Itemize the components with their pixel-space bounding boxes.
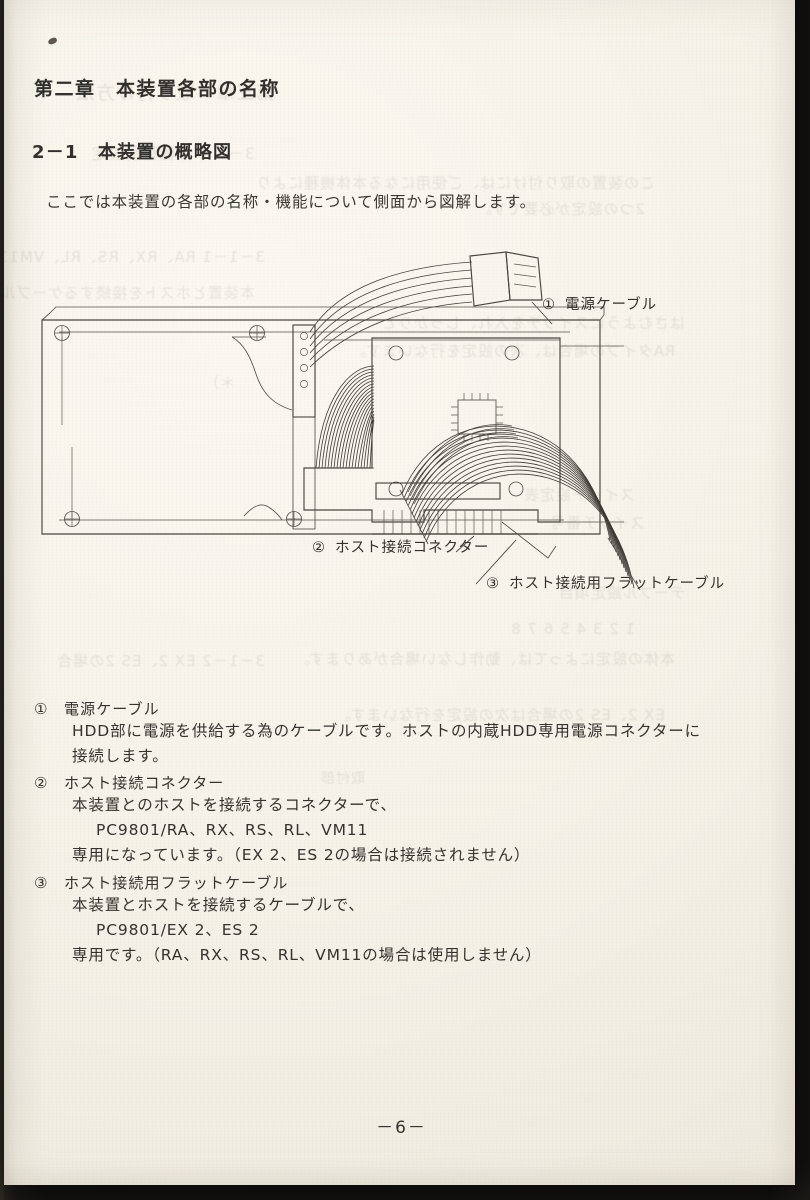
- part-item-line: 専用です。（RA、RX、RS、RL、VM11の場合は使用しません）: [72, 945, 542, 964]
- part-item-marker: ②: [34, 774, 49, 793]
- part-item: ③ ホスト接続用フラットケーブル本装置とホストを接続するケーブルで、 PC9801/…: [34, 872, 774, 968]
- parts-description-list: ① 電源ケーブル HDD部に電源を供給する為のケーブルです。ホストの内蔵HDD専用電…: [34, 698, 774, 971]
- screw-hole-bottom-left: [64, 511, 80, 527]
- callout-label: ホスト接続用フラットケーブル: [509, 576, 726, 592]
- callout-number: ①: [542, 297, 556, 313]
- chapter-title: 第二章 本装置各部の名称: [34, 78, 281, 100]
- scan-border-right: [795, 0, 810, 1200]
- part-item: ② ホスト接続コネクター本装置とのホストを接続するコネクターで、 PC9801/RA…: [34, 772, 774, 868]
- screw-hole-bottom-right: [286, 511, 302, 527]
- part-item-marker: ③: [34, 873, 49, 892]
- part-item-line: HDD部に電源を供給する為のケーブルです。ホストの内蔵HDD専用電源コネクターに: [72, 722, 701, 740]
- flat-ribbon-cable-internal: [312, 365, 375, 469]
- part-item-line: 接続します。: [72, 747, 169, 766]
- screw-hole-top-left: [54, 325, 70, 341]
- part-item: ① 電源ケーブル HDD部に電源を供給する為のケーブルです。ホストの内蔵HDD専用電…: [34, 698, 774, 769]
- part-item-line: 本装置とホストを接続するケーブルで、: [72, 895, 365, 914]
- part-item-heading: ① 電源ケーブル: [34, 698, 774, 719]
- part-item-heading: ③ ホスト接続用フラットケーブル: [34, 872, 774, 893]
- callout-label: ホスト接続コネクター: [335, 540, 490, 556]
- part-item-line: 本装置とのホストを接続するコネクターで、: [72, 796, 397, 815]
- scan-border-left: [0, 0, 4, 1200]
- device-schematic-figure: .ln{fill:none;stroke:#4a463f;stroke-widt…: [4, 240, 799, 640]
- part-item-title: 電源ケーブル: [64, 700, 160, 718]
- card-edge-connector: [372, 482, 538, 535]
- part-item-line: PC9801/RA、RX、RS、RL、VM11: [96, 821, 369, 840]
- power-cable: [309, 251, 553, 368]
- page-number: －6－: [376, 1118, 427, 1138]
- scan-border-bottom: [0, 1185, 810, 1200]
- figure-callout-1: ① 電源ケーブル: [542, 293, 657, 314]
- callout-number: ③: [486, 576, 500, 592]
- intro-paragraph: ここでは本装置の各部の名称・機能について側面から図解します。: [46, 193, 536, 211]
- schematic-drawing: .ln{fill:none;stroke:#4a463f;stroke-widt…: [41, 251, 641, 591]
- hdd-body: [41, 306, 605, 535]
- figure-callout-2: ② ホスト接続コネクター: [312, 536, 489, 557]
- part-item-line: PC9801/EX 2、ES 2: [96, 920, 260, 939]
- figure-callout-3: ③ ホスト接続用フラットケーブル: [486, 572, 725, 593]
- part-item-line: 専用になっています。（EX 2、ES 2の場合は接続されません）: [72, 846, 531, 865]
- section-title: 2－1 本装置の概略図: [32, 142, 233, 163]
- host-flat-cable: [399, 424, 641, 591]
- part-item-title: ホスト接続用フラットケーブル: [64, 873, 289, 892]
- printed-circuit-board: [303, 337, 561, 523]
- hdd-power-header: [292, 324, 316, 530]
- callout-label: 電源ケーブル: [565, 297, 658, 313]
- power-cable-connector: [469, 251, 543, 307]
- part-item-title: ホスト接続コネクター: [64, 774, 225, 793]
- part-item-heading: ② ホスト接続コネクター: [34, 772, 774, 793]
- callout-number: ②: [312, 540, 326, 556]
- paper-speck: [47, 36, 58, 46]
- bleed-through-line: 3－1－2 EX 2、ES 2の場合: [56, 652, 265, 670]
- part-item-marker: ①: [34, 700, 49, 718]
- screw-hole-top-right: [249, 325, 265, 341]
- bleed-through-line: 本体の設定によっては、動作しない場合があります。: [293, 650, 675, 668]
